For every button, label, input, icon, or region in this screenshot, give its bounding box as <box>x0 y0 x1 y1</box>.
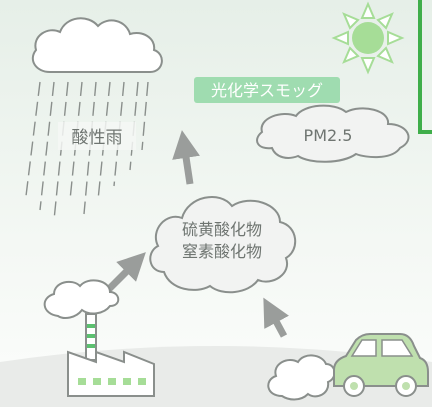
pollutant-cloud-icon <box>149 196 296 294</box>
acid-rain-label-bg <box>58 122 136 150</box>
nitrogen-oxides-label: 窒素酸化物 <box>182 242 262 261</box>
arrow-to-acid-rain <box>172 130 200 185</box>
pm25-label: PM2.5 <box>304 126 353 145</box>
sun-icon <box>331 1 405 75</box>
sulfur-oxides-label: 硫黄酸化物 <box>182 220 262 239</box>
pm25-cloud-icon <box>256 104 410 163</box>
arrow-from-car <box>263 297 289 338</box>
arrow-from-factory <box>105 252 146 293</box>
factory-icon <box>43 279 155 397</box>
car-icon <box>333 333 429 397</box>
green-frame <box>418 0 432 134</box>
smog-badge <box>194 77 340 103</box>
smog-label: 光化学スモッグ <box>211 81 323 100</box>
acid-rain-label: 酸性雨 <box>72 128 123 148</box>
exhaust-cloud-icon <box>267 354 336 401</box>
